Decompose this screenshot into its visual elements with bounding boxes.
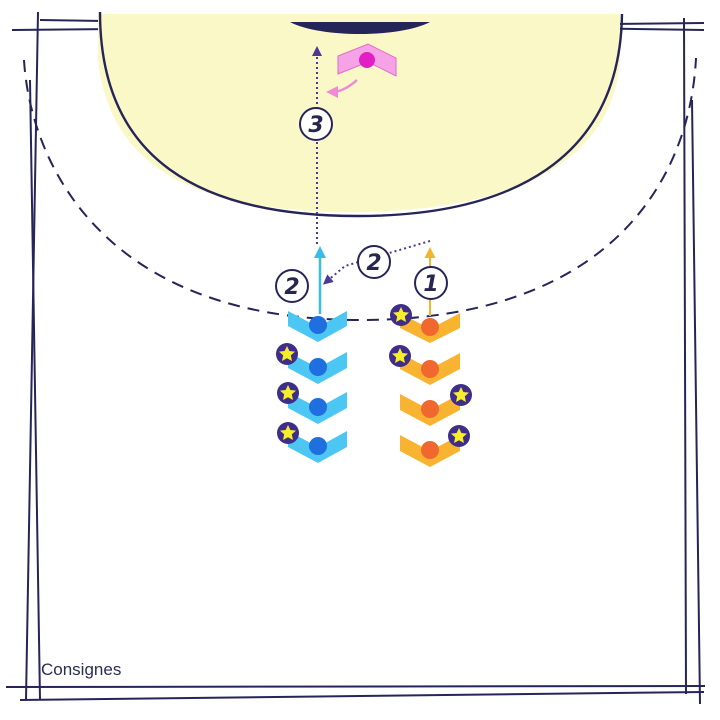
svg-text:3: 3 [308, 113, 323, 138]
blue-player-3 [277, 382, 347, 424]
blue-player-2 [276, 343, 347, 384]
star-icon [448, 425, 470, 447]
blue-player-dot [309, 398, 327, 416]
star-icon [390, 304, 412, 326]
orange-player-2 [389, 345, 460, 385]
svg-text:1: 1 [423, 272, 438, 297]
orange-chevron [400, 313, 460, 343]
blue-chevron [288, 311, 347, 342]
step-labels: 3 2 2 1 [275, 107, 448, 303]
orange-player-1 [390, 304, 460, 343]
blue-players [276, 311, 347, 463]
star-icon [276, 343, 298, 365]
goalkeeper [326, 43, 397, 98]
blue-player-1 [288, 311, 347, 342]
goalkeeper-move-arrow [326, 79, 358, 98]
orange-player-4 [400, 425, 470, 467]
orange-player-3 [400, 384, 472, 426]
caption-instructions: Consignes [41, 660, 122, 679]
orange-player-dot [421, 318, 439, 336]
star-icon [277, 422, 299, 444]
pass-arrow [322, 240, 431, 285]
step-3-badge: 3 [299, 107, 333, 141]
orange-player-dot [421, 400, 439, 418]
free-throw-line [23, 57, 697, 322]
orange-players [389, 304, 472, 467]
orange-player-dot [421, 360, 439, 378]
star-icon [277, 382, 299, 404]
star-icon [389, 345, 411, 367]
star-icon [450, 384, 472, 406]
blue-player-4 [277, 422, 347, 463]
blue-player-dot [309, 437, 327, 455]
goalkeeper-player [359, 52, 375, 68]
goal-area-line [98, 11, 624, 218]
svg-text:2: 2 [366, 251, 381, 276]
svg-text:2: 2 [284, 275, 299, 300]
step-1-badge: 1 [414, 266, 448, 300]
blue-player-dot [309, 358, 327, 376]
goal-area-zone [98, 14, 620, 212]
step-2-pass-badge: 2 [357, 245, 391, 279]
goal [290, 22, 430, 34]
blue-player-dot [309, 316, 327, 334]
orange-player-dot [421, 441, 439, 459]
step-2-run-badge: 2 [275, 269, 309, 303]
